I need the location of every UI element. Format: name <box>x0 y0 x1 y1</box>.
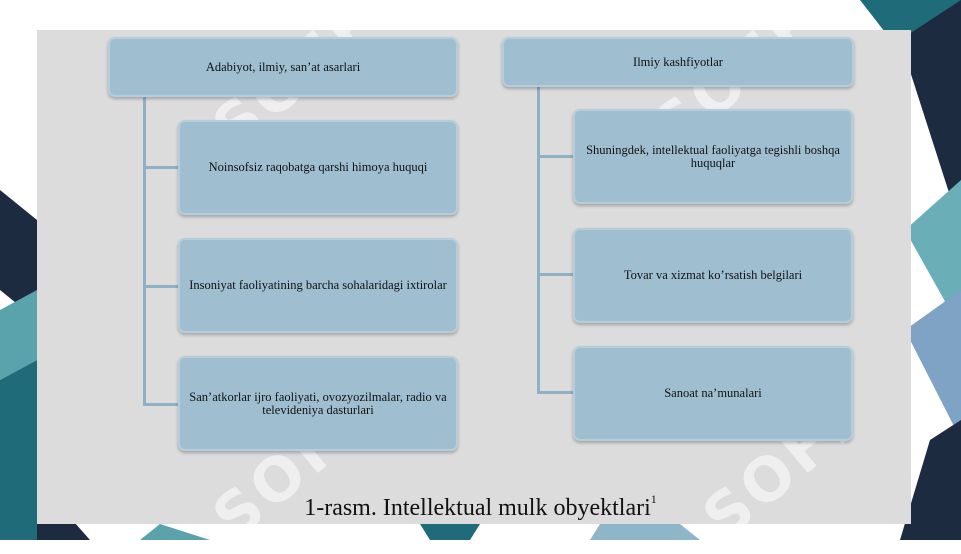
slide-background-shapes <box>0 0 961 540</box>
right-header-box: Ilmiy kashfiyotlar <box>502 37 854 87</box>
left-connector-vertical <box>143 97 146 405</box>
caption-text: 1-rasm. Intellektual mulk obyektlari <box>304 495 651 521</box>
left-item-label: Noinsofsiz raqobatga qarshi himoya huquq… <box>208 160 428 174</box>
right-item-box: Tovar va xizmat ko’rsatish belgilari <box>573 228 853 323</box>
left-connector-branch <box>143 166 179 169</box>
left-item-box: Noinsofsiz raqobatga qarshi himoya huquq… <box>178 120 458 215</box>
right-item-label: Sanoat na’munalari <box>664 386 762 400</box>
right-connector-branch <box>537 155 574 158</box>
left-connector-branch <box>143 285 179 288</box>
right-connector-vertical <box>537 87 540 393</box>
caption-footnote-mark: 1 <box>650 492 657 506</box>
figure-caption: 1-rasm. Intellektual mulk obyektlari1 <box>0 492 961 522</box>
left-header-label: Adabiyot, ilmiy, san’at asarlari <box>205 59 361 74</box>
left-item-label: San’atkorlar ijro faoliyati, ovozyozilma… <box>189 389 447 417</box>
right-item-box: Shuningdek, intellektual faoliyatga tegi… <box>573 109 853 204</box>
left-item-box: San’atkorlar ijro faoliyati, ovozyozilma… <box>178 356 458 451</box>
right-connector-branch <box>537 391 574 394</box>
right-item-label: Tovar va xizmat ko’rsatish belgilari <box>623 268 803 282</box>
left-header-box: Adabiyot, ilmiy, san’at asarlari <box>108 37 458 97</box>
right-connector-branch <box>537 273 574 276</box>
left-connector-branch <box>143 403 179 406</box>
left-item-box: Insoniyat faoliyatining barcha sohalarid… <box>178 238 458 333</box>
right-header-label: Ilmiy kashfiyotlar <box>633 54 723 69</box>
right-item-label: Shuningdek, intellektual faoliyatga tegi… <box>586 142 840 170</box>
left-item-label: Insoniyat faoliyatining barcha sohalarid… <box>189 278 447 292</box>
right-item-box: Sanoat na’munalari <box>573 346 853 441</box>
